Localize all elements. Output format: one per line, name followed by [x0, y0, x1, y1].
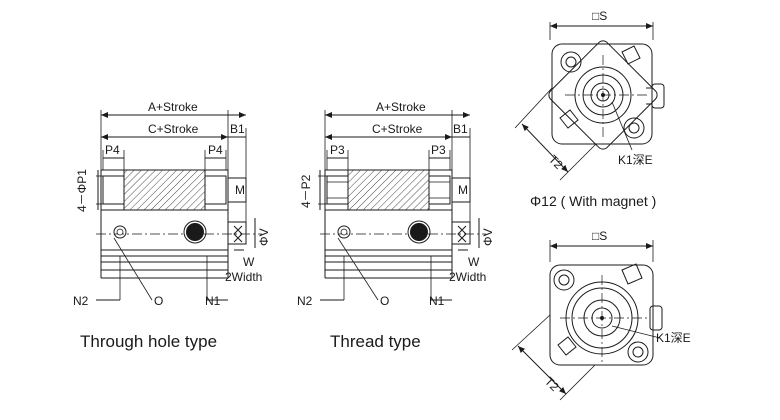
port-label: 4－P2: [299, 174, 313, 208]
p-left-label: P3: [330, 143, 345, 157]
thread-type-view: A+Stroke C+Stroke B1 P3 P3 4－P2 M: [297, 100, 495, 351]
n1-label: N1: [429, 294, 445, 308]
through-hole-view: A+Stroke C+Stroke B1 P4 P4 4－ΦP1 M: [73, 100, 271, 351]
w-label: W: [468, 255, 480, 269]
port-label: 4－ΦP1: [75, 169, 89, 212]
through-hole-caption: Through hole type: [80, 332, 217, 351]
v-label: ΦV: [257, 228, 271, 246]
a-stroke-label: A+Stroke: [376, 100, 426, 114]
n2-label: N2: [73, 294, 89, 308]
s-label: □S: [592, 229, 607, 243]
end-view-bottom: □S T2 K1深E: [511, 229, 691, 401]
v-label: ΦV: [481, 228, 495, 246]
p-left-label: P4: [105, 143, 120, 157]
m-label: M: [458, 183, 468, 197]
end-view-top: □S T2 K1深E Φ12 ( With magnet ): [514, 9, 665, 209]
p-right-label: P3: [431, 143, 446, 157]
k1-label: K1深E: [618, 153, 653, 167]
k1-label: K1深E: [656, 331, 691, 345]
width-label: 2Width: [449, 270, 486, 284]
p-right-label: P4: [208, 143, 223, 157]
c-stroke-label: C+Stroke: [148, 122, 199, 136]
b1-label: B1: [453, 122, 468, 136]
thread-type-caption: Thread type: [330, 332, 421, 351]
width-label: 2Width: [225, 270, 262, 284]
o-label: O: [154, 294, 163, 308]
t2-label: T2: [542, 374, 562, 394]
w-label: W: [243, 255, 255, 269]
a-stroke-label: A+Stroke: [148, 100, 198, 114]
b1-label: B1: [230, 122, 245, 136]
n1-label: N1: [205, 294, 221, 308]
s-label: □S: [592, 9, 607, 23]
magnet-caption: Φ12 ( With magnet ): [530, 193, 656, 209]
o-label: O: [380, 294, 389, 308]
t2-label: T2: [546, 152, 566, 172]
c-stroke-label: C+Stroke: [372, 122, 423, 136]
n2-label: N2: [297, 294, 313, 308]
m-label: M: [235, 183, 245, 197]
